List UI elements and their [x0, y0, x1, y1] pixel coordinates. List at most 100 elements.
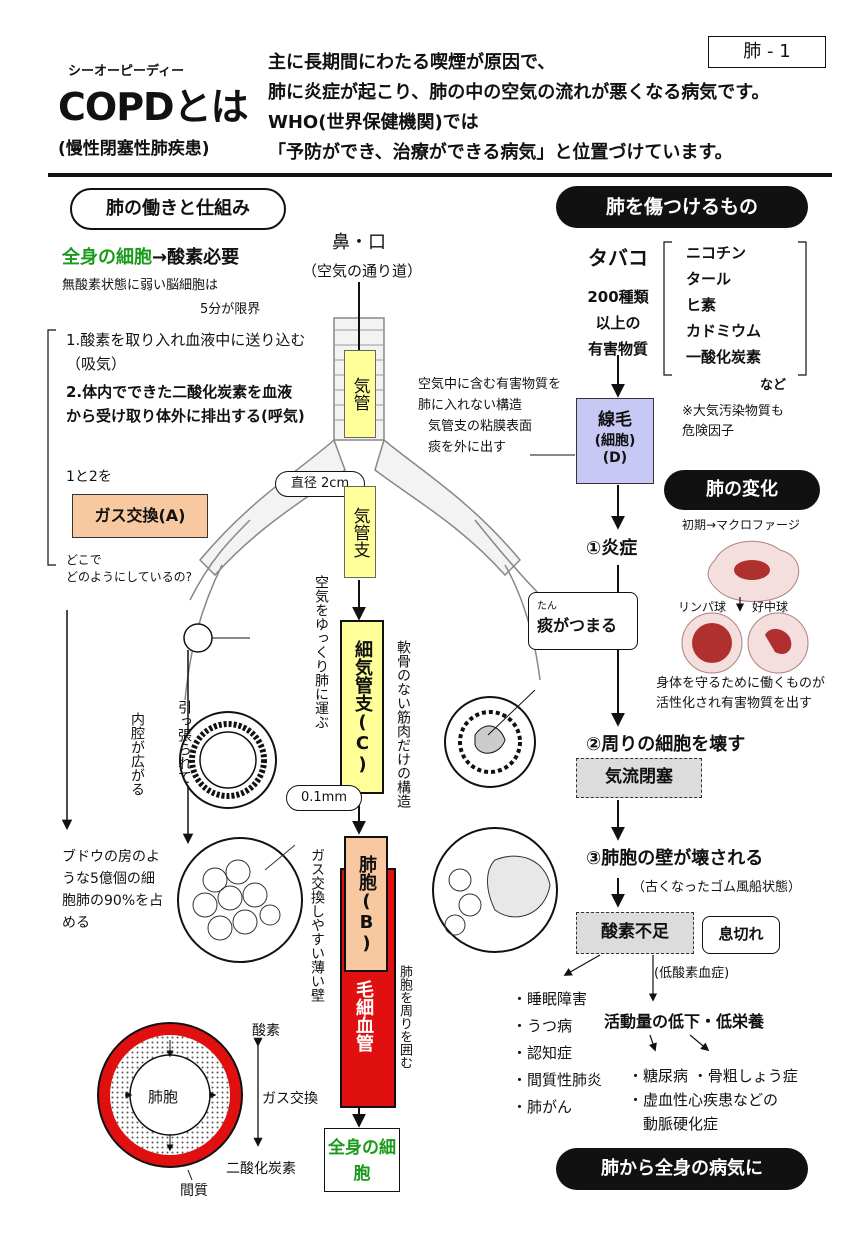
intro-line: 「予防ができ、治療ができる病気」と位置づけています。	[268, 142, 733, 163]
defense-text: 身体を守るために働くものが 活性化され有害物質を出す	[656, 674, 825, 714]
disease-item: ・肺がん	[512, 1098, 573, 1116]
intro-line: 主に長期間にわたる喫煙が原因で、	[268, 52, 556, 73]
activity-decline-label: 活動量の低下・低栄養	[604, 1012, 765, 1031]
disease-list-left: ・睡眠障害 ・うつ病 ・認知症 ・間質性肺炎 ・肺がん	[512, 986, 602, 1121]
section-heading-lung-damage: 肺を傷つけるもの	[556, 186, 808, 228]
step2-destroy-cells: ②周りの細胞を壊す	[586, 734, 746, 755]
cells-label: 全身の細胞	[62, 247, 152, 268]
co2-label: 二酸化炭素	[226, 1161, 296, 1177]
substance-list: ニコチン タール ヒ素 カドミウム 一酸化炭素	[686, 240, 761, 370]
disease-item: ・認知症	[512, 1044, 573, 1062]
harmful-line: 以上の	[595, 314, 641, 332]
diameter-0-1mm: 0.1mm	[286, 785, 362, 811]
cilia-desc-line: 気管支の粘膜表面	[428, 419, 533, 434]
neutrophil-label: 好中球	[752, 600, 789, 614]
defense-line: 活性化され有害物質を出す	[656, 696, 813, 711]
substance-item: ニコチン	[686, 244, 747, 262]
airway-label: （空気の通り道）	[302, 262, 423, 280]
substance-item: タール	[686, 270, 732, 288]
page-tag: 肺 - 1	[708, 36, 826, 68]
step3-alveolar-wall: ③肺胞の壁が壊される	[586, 848, 764, 869]
substance-item: カドミウム	[686, 322, 762, 340]
diseased-bronchiole	[444, 689, 536, 788]
disease-list-right: ・糖尿病 ・骨粗しょう症 ・虚血性心疾患などの 動脈硬化症	[628, 1064, 798, 1136]
breathlessness-callout: 息切れ	[702, 916, 780, 954]
function-1: 1.酸素を取り入れ血液中に送り込む（吸気）	[66, 331, 306, 373]
trachea-box: 気管	[344, 350, 376, 438]
substance-item: ヒ素	[686, 296, 717, 314]
surround-label: 肺胞を周りを囲む	[397, 965, 412, 1069]
disease-item: ・睡眠障害	[512, 990, 588, 1008]
alveoli-cluster-left	[177, 837, 303, 963]
title-subtitle: (慢性閉塞性肺疾患)	[58, 139, 210, 159]
substance-item: 一酸化炭素	[686, 348, 762, 366]
section-heading-lung-function: 肺の働きと仕組み	[70, 188, 286, 230]
pollution-line: ※大気汚染物質も	[682, 404, 784, 419]
pulled-label: 引っ張られて	[176, 700, 192, 784]
harmful-line: 200種類	[587, 288, 649, 306]
gas-exchange-label: ガス交換	[262, 1091, 318, 1107]
bronchiole-cross-section	[179, 711, 277, 809]
disease-item: ・間質性肺炎	[512, 1071, 603, 1089]
intro-line: WHO(世界保健機関)では	[268, 112, 479, 133]
slow-air-label: 空気をゆっくり肺に運ぶ	[313, 575, 329, 729]
harmful-line: 有害物質	[587, 340, 648, 358]
brain-limit-1: 無酸素状態に弱い脳細胞は	[62, 278, 219, 293]
balloon-note: （古くなったゴム風船状態）	[632, 880, 802, 895]
no-cartilage-label: 軟骨のない筋肉だけの構造	[395, 640, 411, 808]
pollution-note: ※大気汚染物質も 危険因子	[682, 402, 784, 442]
alveolus-center-label: 肺胞	[148, 1088, 179, 1106]
alveolus-ring-diagram	[97, 1022, 243, 1181]
tobacco-label: タバコ	[588, 246, 648, 270]
footer-banner: 肺から全身の病気に	[556, 1148, 808, 1190]
oxygen-deficit-box: 酸素不足	[576, 912, 694, 954]
pollution-line: 危険因子	[682, 424, 735, 439]
macrophage	[707, 540, 800, 602]
gas-exchange-box: ガス交換(A)	[72, 494, 208, 538]
cilia-desc-line: 痰を外に出す	[428, 440, 507, 455]
hypoxemia-label: (低酸素血症)	[654, 966, 730, 981]
where-1: どこで	[66, 553, 102, 567]
function-2: 2.体内でできた二酸化炭素を血液から受け取り体外に排出する(呼気)	[66, 383, 305, 425]
header-rule	[48, 173, 832, 177]
cilia-label: (細胞)	[594, 433, 636, 449]
phlegm-label: 痰がつまる	[537, 616, 618, 635]
lumen-widens-label: 内腔が広がる	[129, 712, 145, 796]
substance-etc: など	[760, 378, 787, 393]
bronchus-box: 気管支	[344, 486, 376, 578]
neutrophil	[747, 612, 809, 674]
where-2: どのようにしているの?	[66, 570, 193, 584]
left-bracket	[47, 329, 56, 566]
disease-item: 動脈硬化症	[628, 1115, 719, 1133]
phlegm-ruby: たん	[537, 601, 557, 612]
disease-item: ・糖尿病 ・骨粗しょう症	[628, 1067, 798, 1085]
brain-limit-2: 5分が限界	[200, 302, 261, 317]
cilia-box: 線毛 (細胞) (D)	[576, 398, 654, 484]
disease-item: ・うつ病	[512, 1017, 573, 1035]
cells-need-label: →酸素必要	[152, 247, 240, 268]
bronchiole-box: 細気管支(C)	[340, 620, 384, 794]
interstitium-label: 間質	[180, 1183, 208, 1199]
disease-item: ・虚血性心疾患などの	[628, 1091, 779, 1109]
whole-body-cells-box: 全身の細胞	[324, 1128, 400, 1192]
one-and-two: 1と2を	[66, 469, 112, 485]
cilia-description: 空気中に含む有害物質を 肺に入れない構造 気管支の粘膜表面 痰を外に出す	[418, 374, 561, 458]
defense-line: 身体を守るために働くものが	[656, 676, 826, 691]
nose-mouth-label: 鼻・口	[332, 232, 386, 253]
airflow-obstruction-box: 気流閉塞	[576, 758, 702, 798]
cilia-label: 線毛	[598, 410, 632, 430]
lymphocyte	[681, 612, 743, 674]
cilia-label: (D)	[602, 450, 628, 466]
page-title: COPDとは	[58, 85, 249, 129]
section-heading-lung-change: 肺の変化	[664, 470, 820, 510]
phlegm-callout: たん 痰がつまる	[528, 592, 638, 650]
oxygen-label: 酸素	[252, 1023, 280, 1039]
thin-wall-label: ガス交換しやすい薄い壁	[309, 848, 325, 1002]
early-macrophage-label: 初期→マクロファージ	[682, 518, 800, 532]
destroyed-alveoli	[432, 827, 558, 953]
cells-need-oxygen: 全身の細胞→酸素必要	[62, 243, 239, 269]
lymphocyte-label: リンパ球	[678, 600, 727, 614]
grape-description: ブドウの房のような5億個の細胞肺の90%を占める	[62, 849, 164, 931]
cilia-desc-line: 肺に入れない構造	[418, 398, 523, 413]
